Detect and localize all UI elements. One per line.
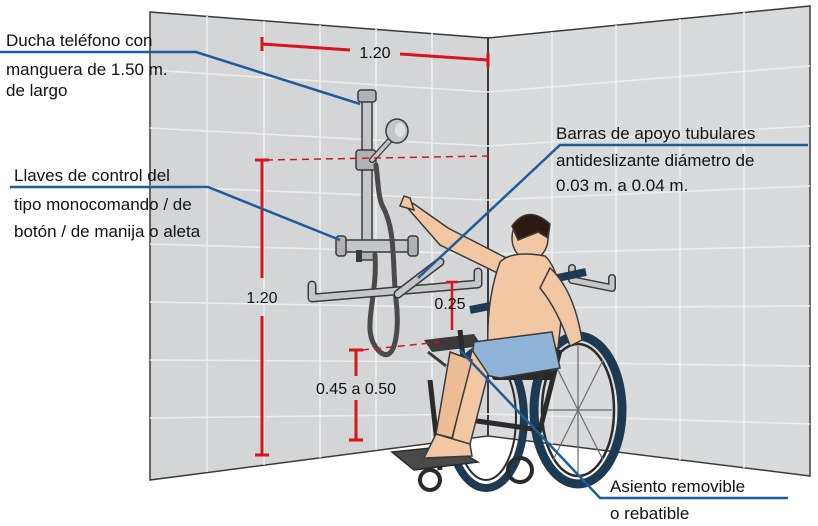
shower-head-icon — [369, 118, 409, 163]
callout-controls: Llaves de control del tipo monocomando /… — [14, 166, 201, 241]
leader-shower — [0, 50, 361, 106]
dim-width-left — [261, 42, 351, 52]
measure-controls-height: 1.20 — [246, 290, 277, 307]
shower-hose — [367, 162, 400, 358]
callout-seat: Asiento removible o rebatible — [610, 477, 750, 523]
callout-leaders — [0, 50, 808, 500]
callout-shower: Ducha teléfono con manguera de 1.50 m. d… — [6, 31, 172, 100]
leader-bars — [417, 143, 808, 279]
shower-set — [335, 89, 419, 358]
measure-bar-above-seat: 0.25 — [434, 296, 465, 313]
measure-seat-height: 0.45 a 0.50 — [316, 381, 396, 398]
person-figure — [398, 195, 583, 459]
slide-bar — [361, 94, 373, 256]
leader-controls — [10, 185, 341, 242]
grab-bars — [307, 257, 616, 303]
callout-bars: Barras de apoyo tubulares antideslizante… — [556, 124, 760, 195]
walls — [149, 5, 811, 481]
dim-width-right — [399, 52, 489, 62]
dimension-lines — [255, 37, 490, 457]
measure-wall-width: 1.20 — [359, 45, 390, 62]
leader-seat — [459, 349, 788, 500]
folding-seat — [424, 334, 482, 368]
